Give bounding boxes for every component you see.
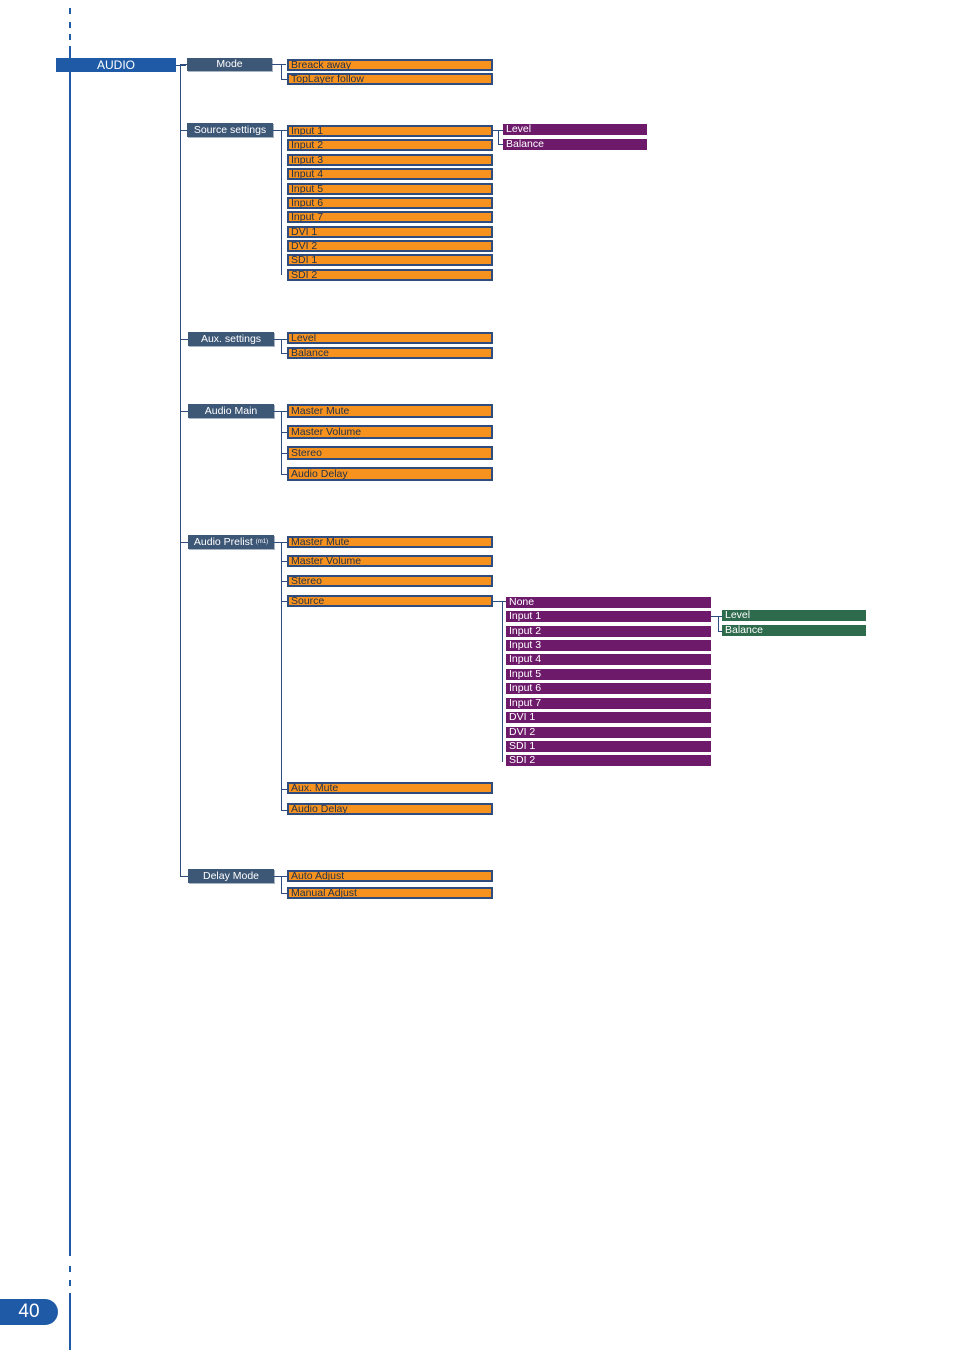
- category-audio-main[interactable]: Audio Main: [188, 404, 274, 418]
- margin-dash: [69, 1266, 71, 1272]
- connector: [274, 411, 287, 412]
- connector: [180, 130, 187, 131]
- category-source-settings[interactable]: Source settings: [187, 123, 273, 137]
- prelist-source-item[interactable]: Input 3: [506, 640, 711, 651]
- prelist-option[interactable]: Master Mute: [287, 536, 493, 548]
- connector: [281, 79, 287, 80]
- connector: [281, 810, 287, 811]
- source-level-option[interactable]: Level: [503, 124, 647, 135]
- connector: [180, 65, 181, 876]
- mode-option[interactable]: Breack away: [287, 59, 493, 71]
- connector: [493, 601, 506, 602]
- aux-option[interactable]: Balance: [287, 347, 493, 359]
- connector: [180, 64, 187, 65]
- audio-main-option[interactable]: Stereo: [287, 446, 493, 460]
- category-audio-prelist[interactable]: Audio Prelist (m1): [188, 535, 274, 549]
- connector: [273, 130, 287, 131]
- connector: [281, 893, 287, 894]
- connector: [180, 411, 188, 412]
- source-balance-option[interactable]: Balance: [503, 139, 647, 150]
- prelist-source-item[interactable]: SDI 1: [506, 741, 711, 752]
- input-level-option[interactable]: Level: [722, 610, 866, 621]
- connector: [281, 474, 287, 475]
- connector: [718, 616, 719, 632]
- delay-option[interactable]: Manual Adjust: [287, 887, 493, 899]
- category-delay-mode[interactable]: Delay Mode: [188, 869, 274, 883]
- prelist-source-item[interactable]: Input 7: [506, 698, 711, 709]
- connector: [180, 542, 188, 543]
- connector: [281, 542, 282, 810]
- connector: [180, 339, 188, 340]
- connector: [711, 616, 722, 617]
- prelist-option[interactable]: Master Volume: [287, 555, 493, 567]
- source-input-option[interactable]: Input 7: [287, 211, 493, 223]
- prelist-source-item[interactable]: None: [506, 597, 711, 608]
- prelist-source-item[interactable]: Input 4: [506, 654, 711, 665]
- connector: [281, 130, 282, 275]
- margin-dash: [69, 34, 71, 40]
- connector: [180, 876, 188, 877]
- footnote-marker: (m1): [255, 539, 269, 545]
- category-mode[interactable]: Mode: [187, 58, 272, 71]
- input-balance-option[interactable]: Balance: [722, 625, 866, 636]
- connector: [281, 432, 287, 433]
- connector: [281, 561, 287, 562]
- margin-dash: [69, 1280, 71, 1286]
- connector: [281, 789, 287, 790]
- connector: [281, 601, 287, 602]
- connector: [176, 65, 186, 66]
- source-input-option[interactable]: DVI 2: [287, 240, 493, 252]
- aux-option[interactable]: Level: [287, 332, 493, 344]
- connector: [281, 64, 282, 80]
- source-input-option[interactable]: Input 5: [287, 183, 493, 195]
- prelist-option[interactable]: Stereo: [287, 575, 493, 587]
- margin-line: [69, 1293, 71, 1350]
- prelist-source-item[interactable]: DVI 2: [506, 727, 711, 738]
- source-input-option[interactable]: SDI 2: [287, 269, 493, 281]
- connector: [498, 130, 499, 145]
- connector: [281, 353, 287, 354]
- margin-dash: [69, 8, 71, 14]
- prelist-option[interactable]: Audio Delay: [287, 803, 493, 815]
- category-audio-prelist-label: Audio Prelist: [193, 535, 253, 548]
- connector: [718, 631, 722, 632]
- connector: [498, 144, 503, 145]
- connector: [274, 876, 287, 877]
- margin-line: [69, 46, 71, 1256]
- connector: [281, 339, 282, 354]
- source-input-option[interactable]: SDI 1: [287, 254, 493, 266]
- connector: [502, 601, 503, 762]
- source-input-option[interactable]: Input 2: [287, 139, 493, 151]
- prelist-source-item[interactable]: Input 2: [506, 626, 711, 637]
- prelist-source-item[interactable]: SDI 2: [506, 755, 711, 766]
- prelist-option[interactable]: Aux. Mute: [287, 782, 493, 794]
- connector: [274, 542, 287, 543]
- audio-main-option[interactable]: Master Mute: [287, 404, 493, 418]
- prelist-source-item[interactable]: Input 5: [506, 669, 711, 680]
- source-input-option[interactable]: Input 4: [287, 168, 493, 180]
- audio-main-option[interactable]: Audio Delay: [287, 467, 493, 481]
- source-input-option[interactable]: DVI 1: [287, 226, 493, 238]
- connector: [281, 411, 282, 475]
- page-number: 40: [0, 1299, 58, 1325]
- prelist-source-item[interactable]: DVI 1: [506, 712, 711, 723]
- prelist-source-option[interactable]: Source: [287, 595, 493, 607]
- mode-option[interactable]: TopLayer follow: [287, 73, 493, 85]
- source-input-option[interactable]: Input 3: [287, 154, 493, 166]
- margin-dash: [69, 22, 71, 28]
- delay-option[interactable]: Auto Adjust: [287, 870, 493, 882]
- connector: [281, 453, 287, 454]
- connector: [274, 339, 287, 340]
- connector: [281, 581, 287, 582]
- prelist-source-item[interactable]: Input 6: [506, 683, 711, 694]
- source-input-option[interactable]: Input 6: [287, 197, 493, 209]
- root-audio[interactable]: AUDIO: [56, 58, 176, 72]
- connector: [281, 876, 282, 894]
- source-input-option[interactable]: Input 1: [287, 125, 493, 137]
- connector: [272, 64, 286, 65]
- audio-main-option[interactable]: Master Volume: [287, 425, 493, 439]
- category-aux-settings[interactable]: Aux. settings: [188, 332, 274, 346]
- prelist-source-item[interactable]: Input 1: [506, 611, 711, 622]
